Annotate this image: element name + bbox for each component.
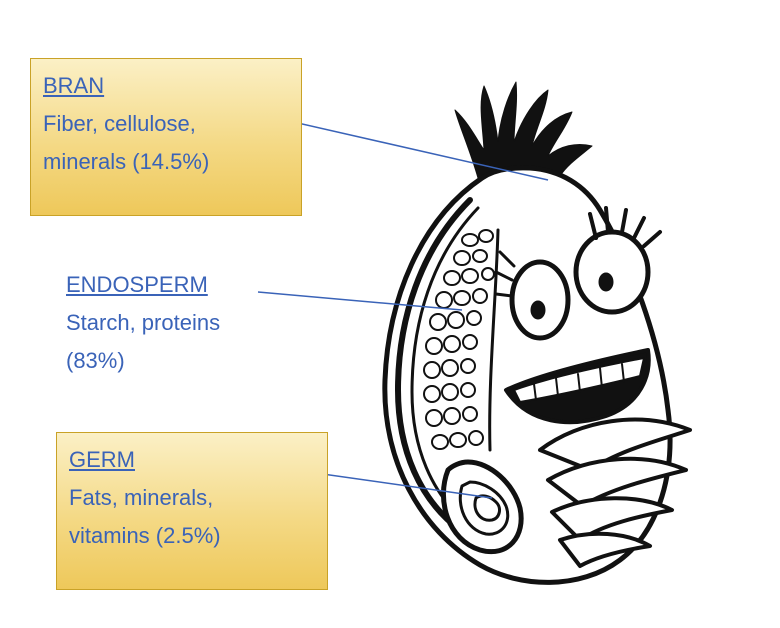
fold-lines <box>538 417 692 568</box>
germ-description-line-1: Fats, minerals, <box>69 485 214 510</box>
mouth <box>504 348 651 425</box>
germ-description-line-2: vitamins (2.5%) <box>69 523 221 548</box>
germ-title: GERM <box>69 447 135 472</box>
bran-label-box: BRAN Fiber, cellulose, minerals (14.5%) <box>30 58 302 216</box>
wheat-kernel-illustration <box>382 81 692 585</box>
germ-label-box: GERM Fats, minerals, vitamins (2.5%) <box>56 432 328 590</box>
endosperm-title: ENDOSPERM <box>66 272 208 297</box>
endosperm-label-box: ENDOSPERM Starch, proteins (83%) <box>54 258 294 386</box>
bran-description-line-2: minerals (14.5%) <box>43 149 210 174</box>
bran-layer <box>395 197 473 533</box>
endosperm-description-line-1: Starch, proteins <box>66 310 221 335</box>
endosperm-leader-line <box>257 291 463 311</box>
endosperm-cells <box>423 229 495 450</box>
bran-title: BRAN <box>43 73 105 98</box>
hair-tuft <box>454 81 593 179</box>
eyes <box>494 206 662 341</box>
endosperm-description-line-2: (83%) <box>66 348 125 373</box>
bran-description-line-1: Fiber, cellulose, <box>43 111 196 136</box>
